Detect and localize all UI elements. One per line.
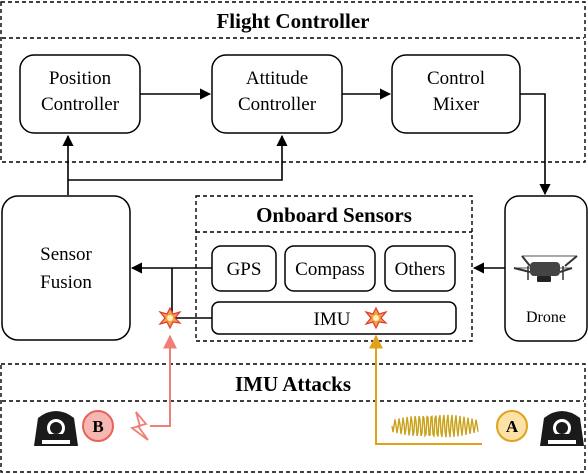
attitude-controller-label-line1: Attitude	[246, 68, 308, 89]
sensor-fusion-label-line2: Fusion	[40, 272, 92, 293]
arrow-fusion-to-attitude	[68, 134, 288, 181]
attack-b-path	[150, 334, 177, 427]
imu-label: IMU	[314, 309, 351, 330]
attacker-a-icon	[540, 411, 584, 446]
drone-label: Drone	[526, 309, 566, 326]
onboard-sensors-title: Onboard Sensors	[256, 203, 412, 227]
explosion-icon-b	[158, 306, 182, 330]
others-label: Others	[395, 259, 446, 280]
imu-attacks-region	[0, 363, 586, 473]
drone-icon	[513, 255, 578, 282]
sensor-fusion-block: Sensor Fusion	[1, 195, 131, 341]
flight-controller-title: Flight Controller	[216, 9, 369, 33]
flight-controller-title-bg	[150, 4, 436, 38]
position-controller-label-line1: Position	[49, 68, 112, 89]
attack-a-label: A	[506, 417, 519, 436]
compass-block: Compass	[284, 245, 376, 292]
imu-attacks-title: IMU Attacks	[235, 372, 351, 396]
compass-label: Compass	[295, 259, 365, 280]
attack-b-badge: B	[82, 410, 114, 442]
sensor-fusion-label-line1: Sensor	[40, 244, 92, 265]
others-block: Others	[384, 245, 456, 292]
position-controller-label-line2: Controller	[41, 94, 120, 115]
arrow-mixer-to-drone	[520, 93, 551, 196]
attitude-controller-block: Attitude Controller	[211, 54, 343, 134]
control-mixer-block: Control Mixer	[391, 54, 521, 134]
control-mixer-label-line1: Control	[427, 68, 485, 89]
attack-b-label: B	[92, 417, 103, 436]
attack-a-badge: A	[496, 410, 528, 442]
acoustic-wave-icon	[391, 414, 479, 439]
gps-label: GPS	[227, 259, 262, 280]
attacker-b-icon	[34, 411, 78, 446]
flight-controller-region	[0, 1, 586, 163]
imu-block: IMU	[211, 301, 457, 335]
gps-block: GPS	[211, 245, 277, 292]
control-mixer-label-line2: Mixer	[433, 94, 480, 115]
drone-block: Drone	[504, 195, 588, 342]
position-controller-block: Position Controller	[19, 54, 141, 134]
attack-a-path	[369, 334, 482, 445]
attitude-controller-label-line2: Controller	[238, 94, 317, 115]
explosion-icon-a	[364, 306, 388, 330]
electromagnetic-bolt-icon	[129, 411, 149, 441]
